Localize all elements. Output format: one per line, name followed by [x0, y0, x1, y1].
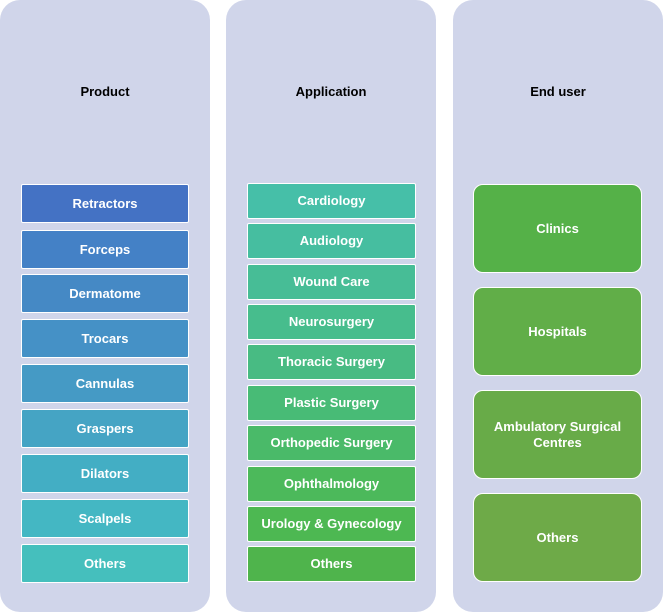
end-user-box: Others	[473, 493, 642, 582]
application-label: Orthopedic Surgery	[270, 435, 393, 450]
product-box: Forceps	[21, 230, 189, 269]
product-label: Dilators	[80, 465, 130, 481]
end-user-column: End user Clinics Hospitals Ambulatory Su…	[453, 0, 663, 612]
product-box: Dilators	[21, 454, 189, 493]
end-user-box: Hospitals	[473, 287, 642, 376]
end-user-label: Ambulatory Surgical Centres	[493, 418, 622, 450]
application-box: Ophthalmology	[247, 466, 416, 502]
product-label: Cannulas	[75, 375, 135, 391]
application-box: Wound Care	[247, 264, 416, 300]
product-box: Dermatome	[21, 274, 189, 313]
application-label: Wound Care	[293, 274, 370, 289]
product-label: Trocars	[81, 330, 129, 346]
application-box: Neurosurgery	[247, 304, 416, 340]
end-user-label: Clinics	[536, 220, 579, 236]
product-column: Product Retractors Forceps Dermatome Tro…	[0, 0, 210, 612]
end-user-box: Clinics	[473, 184, 642, 273]
end-user-label: Hospitals	[528, 323, 587, 339]
application-box: Orthopedic Surgery	[247, 425, 416, 461]
application-box: Urology & Gynecology	[247, 506, 416, 542]
application-box: Thoracic Surgery	[247, 344, 416, 380]
application-box: Others	[247, 546, 416, 582]
application-label: Neurosurgery	[288, 314, 375, 329]
end-user-title: End user	[530, 84, 586, 99]
application-label: Thoracic Surgery	[278, 354, 385, 369]
application-label: Cardiology	[297, 193, 366, 208]
product-label: Scalpels	[78, 510, 132, 526]
application-label: Ophthalmology	[283, 476, 380, 491]
application-label: Audiology	[299, 233, 364, 248]
product-label: Dermatome	[69, 285, 141, 301]
product-box: Cannulas	[21, 364, 189, 403]
end-user-box: Ambulatory Surgical Centres	[473, 390, 642, 479]
product-title: Product	[80, 84, 130, 99]
product-box: Graspers	[21, 409, 189, 448]
end-user-label: Others	[536, 529, 579, 545]
application-box: Audiology	[247, 223, 416, 259]
application-box: Plastic Surgery	[247, 385, 416, 421]
product-label: Retractors	[72, 195, 138, 211]
product-label: Others	[84, 555, 126, 571]
application-box: Cardiology	[247, 183, 416, 219]
application-label: Urology & Gynecology	[261, 516, 402, 531]
application-title: Application	[295, 84, 367, 99]
application-label: Others	[310, 556, 353, 571]
product-box: Others	[21, 544, 189, 583]
application-label: Plastic Surgery	[284, 395, 379, 410]
product-box: Retractors	[21, 184, 189, 223]
product-box: Trocars	[21, 319, 189, 358]
product-box: Scalpels	[21, 499, 189, 538]
application-column: Application Cardiology Audiology Wound C…	[226, 0, 436, 612]
product-label: Graspers	[76, 420, 134, 436]
product-label: Forceps	[79, 241, 131, 257]
